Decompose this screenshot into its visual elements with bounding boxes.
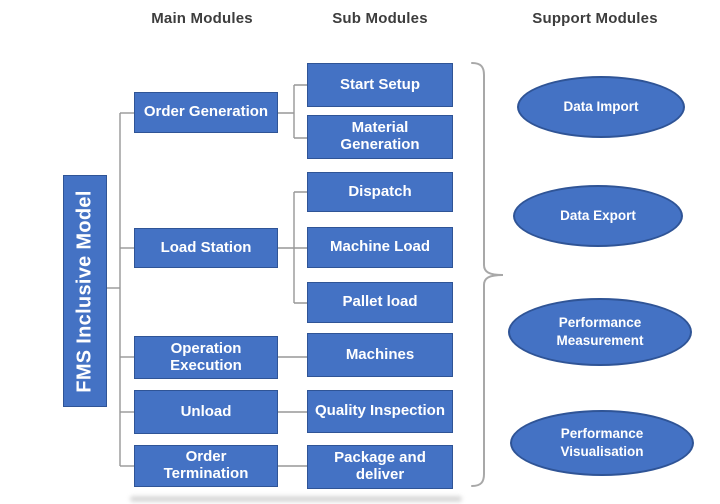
sub-module-dispatch: Dispatch: [307, 172, 453, 212]
root-node-label: FMS Inclusive Model: [73, 189, 96, 393]
node-label: Operation Execution: [170, 339, 242, 374]
node-label: Data Import: [563, 99, 639, 115]
node-label: Unload: [180, 402, 232, 420]
node-label: Performance Visualisation: [560, 426, 644, 459]
node-label: Material Generation: [340, 119, 420, 153]
sub-module-pallet-load: Pallet load: [307, 282, 453, 323]
support-module-data-export: Data Export: [513, 185, 683, 247]
header-main-modules: Main Modules: [151, 10, 253, 27]
node-label: Order Termination: [163, 448, 249, 482]
header-support-modules: Support Modules: [532, 10, 658, 27]
sub-module-quality-inspection: Quality Inspection: [307, 390, 453, 433]
node-label: Order Generation: [143, 103, 269, 121]
sub-module-machines: Machines: [307, 333, 453, 377]
sub-module-start-setup: Start Setup: [307, 63, 453, 107]
node-label: Load Station: [160, 238, 252, 256]
sub-module-material-generation: Material Generation: [307, 115, 453, 159]
cropped-element-smudge: [130, 496, 462, 502]
support-module-performance-measurement: Performance Measurement: [508, 298, 692, 366]
root-node-fms-inclusive-model: FMS Inclusive Model: [63, 175, 107, 407]
support-module-data-import: Data Import: [517, 76, 685, 138]
main-module-load-station: Load Station: [134, 228, 278, 268]
sub-modules-brace: [471, 62, 504, 487]
main-module-order-termination: Order Termination: [134, 445, 278, 487]
node-label: Machine Load: [329, 238, 430, 256]
header-sub-modules: Sub Modules: [332, 10, 428, 27]
sub-module-package-and-deliver: Package and deliver: [307, 445, 453, 489]
main-module-operation-execution: Operation Execution: [134, 336, 278, 379]
main-module-order-generation: Order Generation: [134, 92, 278, 133]
node-label: Quality Inspection: [314, 402, 446, 420]
node-label: Performance Measurement: [556, 315, 644, 348]
node-label: Start Setup: [339, 75, 420, 93]
main-module-unload: Unload: [134, 390, 278, 434]
node-label: Machines: [345, 345, 415, 363]
node-label: Pallet load: [342, 293, 418, 311]
support-module-performance-visualisation: Performance Visualisation: [510, 410, 694, 476]
node-label: Dispatch: [348, 182, 412, 200]
sub-module-machine-load: Machine Load: [307, 227, 453, 268]
connector-order-generation-fork: [278, 84, 307, 139]
node-label: Data Export: [560, 208, 636, 224]
connector-load-station-fork: [278, 191, 307, 304]
node-label: Package and deliver: [334, 449, 426, 483]
